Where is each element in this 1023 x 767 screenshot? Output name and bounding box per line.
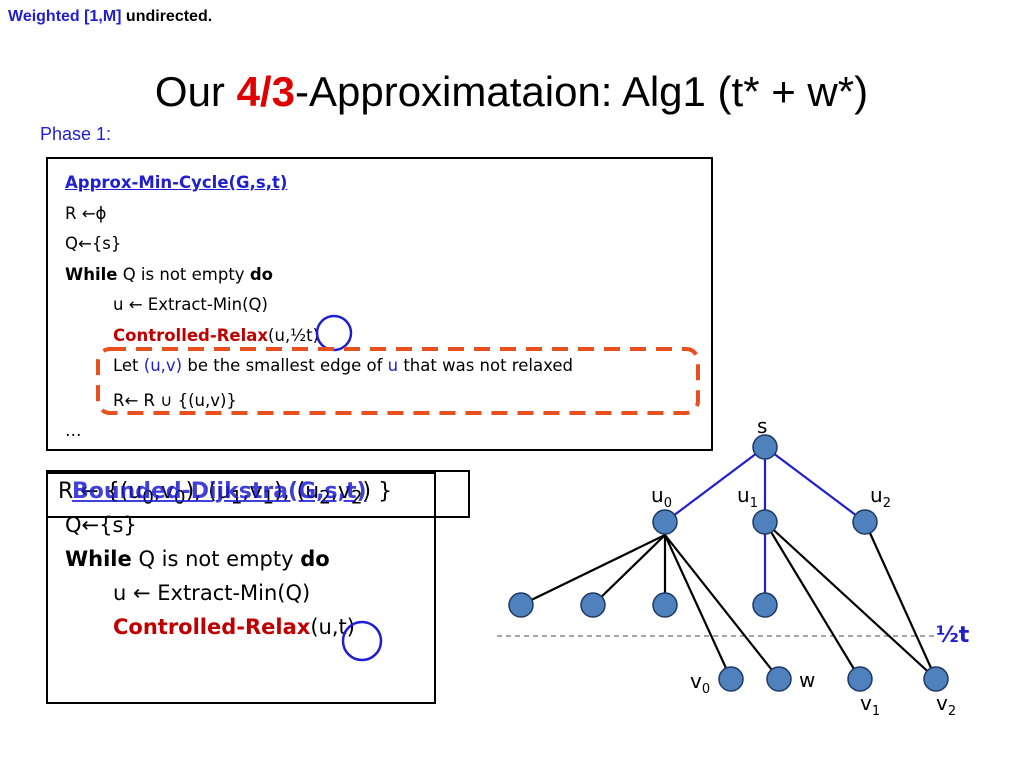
edge-u0-leaf2: [592, 534, 666, 606]
node-v0: [718, 666, 744, 692]
result-set-part: ,v: [153, 479, 174, 504]
edge-u0-v0: [664, 534, 732, 680]
controlled-relax-args: (u,½t): [268, 325, 320, 345]
edge-u1-v1: [764, 521, 861, 680]
result-set-part: ,v: [242, 479, 263, 504]
top-note: Weighted [1,M] undirected.: [8, 8, 212, 26]
algorithm-box-approx: [46, 157, 713, 451]
while-condition: Q is not empty: [117, 264, 250, 284]
do-keyword: do: [300, 547, 330, 571]
title-ratio: 4/3: [236, 68, 295, 115]
approx-relax-line: Controlled-Relax(u,½t): [65, 321, 573, 352]
result-set-suffix: ) }: [362, 479, 393, 504]
title-prefix: Our: [154, 68, 237, 115]
node-v1: [847, 666, 873, 692]
result-set-box: [46, 470, 470, 518]
let-vertex: u: [387, 356, 399, 375]
approx-let-line: Let (u,v) be the smallest edge of u that…: [65, 351, 573, 382]
approx-r-update-line: R← R ∪ {(u,v)}: [113, 390, 237, 410]
edge-u0-leaf1: [520, 534, 666, 606]
slide-title: Our 4/3-Approximataion: Alg1 (t* + w*): [0, 68, 1023, 116]
label-half-t: ½t: [936, 623, 970, 648]
result-set-prefix: R ← {(u: [58, 479, 143, 504]
sub-u2: 2: [319, 487, 331, 509]
edge-s-u2: [764, 446, 866, 523]
edge-u0-w: [664, 534, 780, 680]
approx-while-line: While Q is not empty do: [65, 260, 573, 291]
phase-label: Phase 1:: [40, 124, 112, 144]
highlight-circle-t: [341, 620, 383, 662]
edge-s-u0: [664, 446, 766, 523]
approx-ellipsis: …: [65, 421, 82, 440]
node-v2: [923, 666, 949, 692]
result-set-part: ), (u: [185, 479, 231, 504]
edge-u2-v2: [863, 521, 938, 680]
do-keyword: do: [249, 264, 273, 284]
highlight-dashed-box: [96, 347, 700, 415]
node-u1: [752, 509, 778, 535]
node-leaf-2: [580, 592, 606, 618]
node-u2: [852, 509, 878, 535]
node-leaf-3: [652, 592, 678, 618]
approx-heading: Approx-Min-Cycle(G,s,t): [65, 173, 288, 192]
while-keyword: While: [65, 264, 118, 284]
approx-line-r: R ←ϕ: [65, 203, 107, 223]
node-leaf-1: [508, 592, 534, 618]
top-note-rest: undirected.: [121, 8, 213, 25]
sub-u0: 0: [142, 487, 154, 509]
highlight-circle-half-t: [315, 314, 353, 352]
node-s: [752, 434, 778, 460]
result-set-text: R ← {(u0,v0), (u1,v1), (u2,v2) }: [58, 479, 392, 508]
label-v2: v2: [936, 691, 956, 719]
sub-v0: 0: [173, 487, 186, 509]
label-v0: v0: [690, 669, 710, 697]
sub-u1: 1: [230, 487, 243, 509]
approx-line-q: Q←{s}: [65, 234, 122, 253]
algorithm-dijkstra-text: Q←{s} While Q is not empty do u ← Extrac…: [65, 508, 355, 644]
let-middle: be the smallest edge of: [182, 356, 388, 375]
controlled-relax-keyword: Controlled-Relax: [113, 325, 269, 345]
algorithm-box-dijkstra: [46, 472, 436, 704]
sub-v1: 1: [262, 487, 275, 509]
let-edge: (u,v): [143, 356, 183, 375]
while-keyword: While: [65, 547, 132, 571]
dijkstra-relax-line: Controlled-Relax(u,t): [65, 610, 355, 644]
result-set-part: ,v: [330, 479, 351, 504]
result-set-part: ), (u: [274, 479, 320, 504]
let-suffix: that was not relaxed: [398, 356, 573, 375]
node-leaf-4: [752, 592, 778, 618]
label-u2: u2: [870, 483, 891, 511]
dijkstra-while-line: While Q is not empty do: [65, 542, 355, 576]
label-u0: u0: [651, 483, 672, 511]
dijkstra-heading: Bounded-Dijkstra(G,s,t): [72, 479, 367, 504]
sub-v2: 2: [350, 487, 363, 509]
let-prefix: Let: [113, 356, 144, 375]
while-condition: Q is not empty: [131, 547, 301, 571]
top-note-weighted: Weighted [1,M]: [8, 8, 122, 25]
algorithm-approx-text: Approx-Min-Cycle(G,s,t) R ←ϕ Q←{s} While…: [65, 168, 573, 447]
node-w: [766, 666, 792, 692]
label-s: s: [757, 414, 767, 438]
approx-extract-line: u ← Extract-Min(Q): [113, 295, 268, 314]
label-w: w: [799, 668, 815, 692]
dijkstra-extract-line: u ← Extract-Min(Q): [113, 581, 311, 605]
label-u1: u1: [737, 483, 758, 511]
node-u0: [652, 509, 678, 535]
title-rest: -Approximataion: Alg1 (t* + w*): [294, 68, 869, 115]
controlled-relax-keyword: Controlled-Relax: [113, 615, 311, 639]
edge-u1-v2: [764, 521, 937, 680]
label-v1: v1: [860, 691, 880, 719]
